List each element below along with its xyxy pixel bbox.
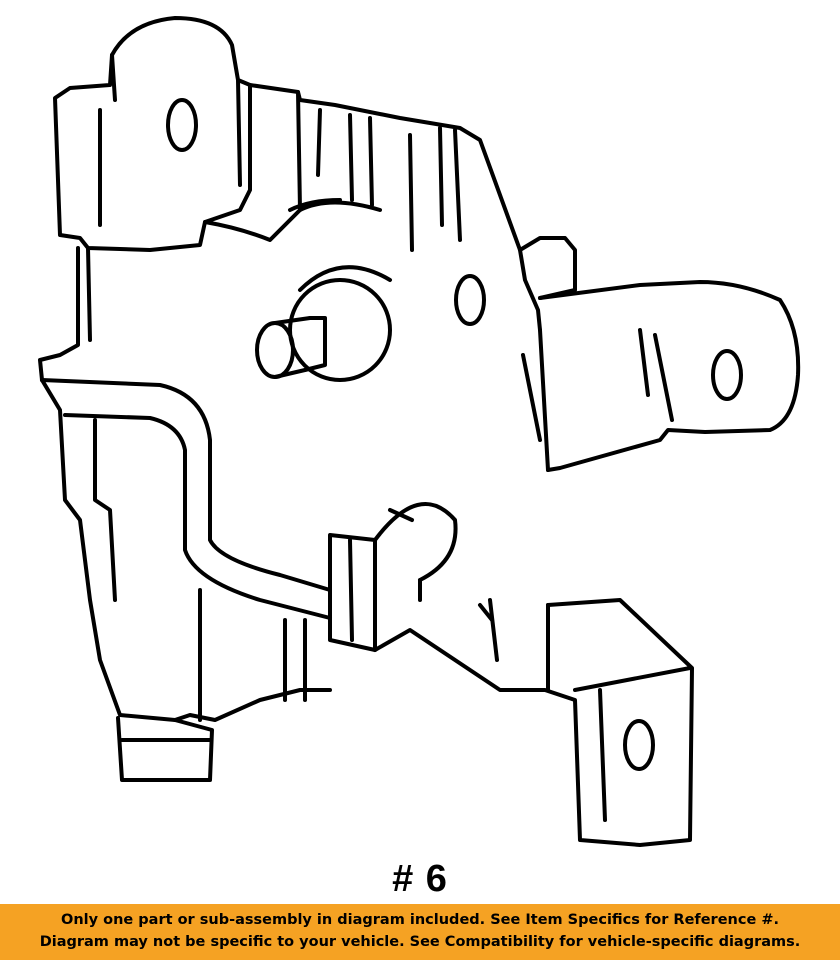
right-arm-hole [711, 349, 743, 401]
part-diagram [38, 16, 801, 847]
lower-bracket-hole [623, 719, 655, 771]
pivot-pin [255, 321, 295, 379]
housing-body [38, 83, 542, 382]
pivot-boss [255, 265, 392, 382]
upper-tab [53, 16, 252, 252]
disclaimer-line-2: Diagram may not be specific to your vehi… [39, 934, 801, 950]
upper-tab-hole [166, 98, 198, 152]
lower-bracket [328, 502, 694, 847]
actuator-motor [40, 378, 332, 782]
disclaimer-line-1: Only one part or sub-assembly in diagram… [61, 912, 779, 928]
disclaimer-banner: Only one part or sub-assembly in diagram… [0, 904, 840, 960]
part-callout-label: # 6 [392, 858, 448, 900]
housing-hole [454, 274, 486, 326]
right-arm [518, 236, 801, 472]
